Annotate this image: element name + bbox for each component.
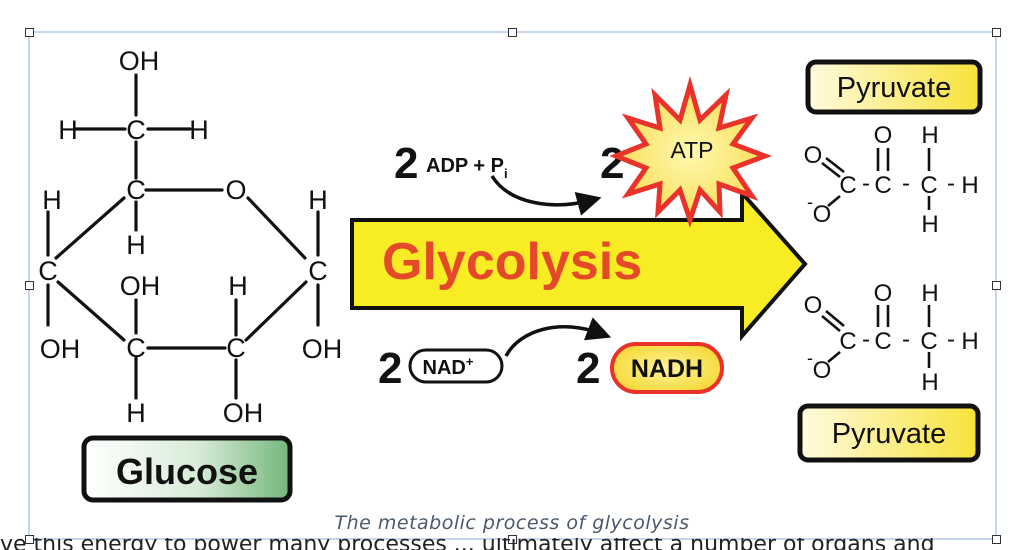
- atom-oh: OH: [119, 46, 160, 76]
- nad-input: 2 NAD+: [378, 344, 504, 393]
- atp-label: ATP: [670, 137, 713, 163]
- svg-text:H: H: [921, 211, 938, 238]
- nad-superscript: +: [466, 354, 474, 369]
- phosphate-subscript: i: [504, 166, 508, 181]
- resize-handle-middle-right[interactable]: [992, 281, 1001, 290]
- svg-text:-: -: [947, 326, 955, 353]
- glucose-label: Glucose: [116, 451, 258, 492]
- atom-c: C: [38, 256, 58, 286]
- atom-c: C: [126, 175, 146, 205]
- atom-h: H: [126, 230, 146, 260]
- atom-h: H: [189, 115, 209, 145]
- atom-oh: OH: [120, 271, 161, 301]
- nadh-coefficient: 2: [576, 344, 600, 393]
- svg-text:H: H: [921, 122, 938, 149]
- resize-handle-top-right[interactable]: [992, 28, 1001, 37]
- atp-coefficient: 2: [600, 139, 624, 188]
- atom-oh: OH: [223, 398, 264, 428]
- atom-c: C: [126, 333, 146, 363]
- svg-text:-: -: [862, 326, 870, 353]
- pyruvate-structure-bottom: O O H C - C - C - H - O H: [804, 280, 979, 396]
- svg-text:H: H: [961, 328, 978, 355]
- nad-coefficient: 2: [378, 344, 402, 393]
- pyruvate-top-label-box: Pyruvate: [805, 59, 983, 115]
- pyruvate-structure-top: O O H C - C - C - H - O H: [804, 122, 979, 238]
- svg-text:-: -: [902, 170, 910, 197]
- svg-text:C: C: [874, 328, 891, 355]
- svg-text:-: -: [807, 348, 813, 368]
- svg-text:-: -: [947, 170, 955, 197]
- adp-input: 2 ADP + Pi: [394, 139, 508, 188]
- svg-text:H: H: [921, 280, 938, 307]
- glucose-atoms: OH H C H C O H H H C OH C OH OH C H H C …: [38, 46, 342, 428]
- adp-label: ADP + Pi: [426, 155, 508, 181]
- resize-handle-bottom-center[interactable]: [508, 535, 517, 544]
- atom-c: C: [126, 115, 146, 145]
- svg-text:-: -: [807, 192, 813, 212]
- resize-handle-top-left[interactable]: [25, 28, 34, 37]
- atom-h: H: [42, 185, 62, 215]
- svg-text:-: -: [862, 170, 870, 197]
- svg-text:H: H: [961, 172, 978, 199]
- glucose-label-box: Glucose: [81, 435, 293, 503]
- nadh-label: NADH: [631, 355, 703, 383]
- glycolysis-label: Glycolysis: [382, 233, 642, 291]
- svg-text:O: O: [804, 292, 823, 319]
- adp-coefficient: 2: [394, 139, 418, 188]
- glycolysis-arrow: Glycolysis: [350, 187, 808, 342]
- glucose-structure: [46, 73, 320, 400]
- pyruvate-label: Pyruvate: [832, 418, 946, 450]
- svg-text:C: C: [920, 328, 937, 355]
- atom-h: H: [228, 271, 248, 301]
- svg-text:H: H: [921, 369, 938, 396]
- resize-handle-bottom-left[interactable]: [25, 535, 34, 544]
- svg-text:O: O: [813, 201, 832, 228]
- resize-handle-bottom-right[interactable]: [992, 535, 1001, 544]
- atom-h: H: [308, 185, 328, 215]
- svg-text:C: C: [920, 172, 937, 199]
- resize-handle-middle-left[interactable]: [25, 281, 34, 290]
- svg-text:O: O: [874, 122, 893, 149]
- atom-c: C: [226, 333, 246, 363]
- pyruvate-bonds-bottom: [821, 305, 931, 368]
- pyruvate-label: Pyruvate: [837, 72, 951, 104]
- atom-oh: OH: [302, 334, 343, 364]
- svg-text:O: O: [813, 357, 832, 384]
- svg-text:-: -: [902, 326, 910, 353]
- pyruvate-bonds-top: [821, 148, 931, 210]
- body-text-line[interactable]: ve this energy to power many processes .…: [0, 538, 1024, 550]
- nad-to-nadh-arrow: [504, 317, 612, 357]
- svg-text:C: C: [839, 328, 856, 355]
- atp-burst: [609, 75, 773, 228]
- atom-oh: OH: [40, 334, 81, 364]
- atom-h: H: [58, 115, 78, 145]
- svg-text:O: O: [874, 280, 893, 307]
- adp-to-atp-arrow: [490, 175, 602, 216]
- atom-o: O: [225, 175, 246, 205]
- nad-label: NAD+: [423, 354, 474, 379]
- figure-caption[interactable]: The metabolic process of glycolysis: [334, 512, 690, 534]
- svg-text:C: C: [874, 172, 891, 199]
- resize-handle-top-center[interactable]: [508, 28, 517, 37]
- pyruvate-bottom-label-box: Pyruvate: [797, 403, 981, 463]
- atom-h: H: [126, 398, 146, 428]
- svg-text:O: O: [804, 142, 823, 169]
- atom-c: C: [308, 256, 328, 286]
- nadh-output: 2 NADH: [576, 342, 724, 394]
- svg-text:C: C: [839, 172, 856, 199]
- atp-output: 2 ATP: [600, 75, 773, 228]
